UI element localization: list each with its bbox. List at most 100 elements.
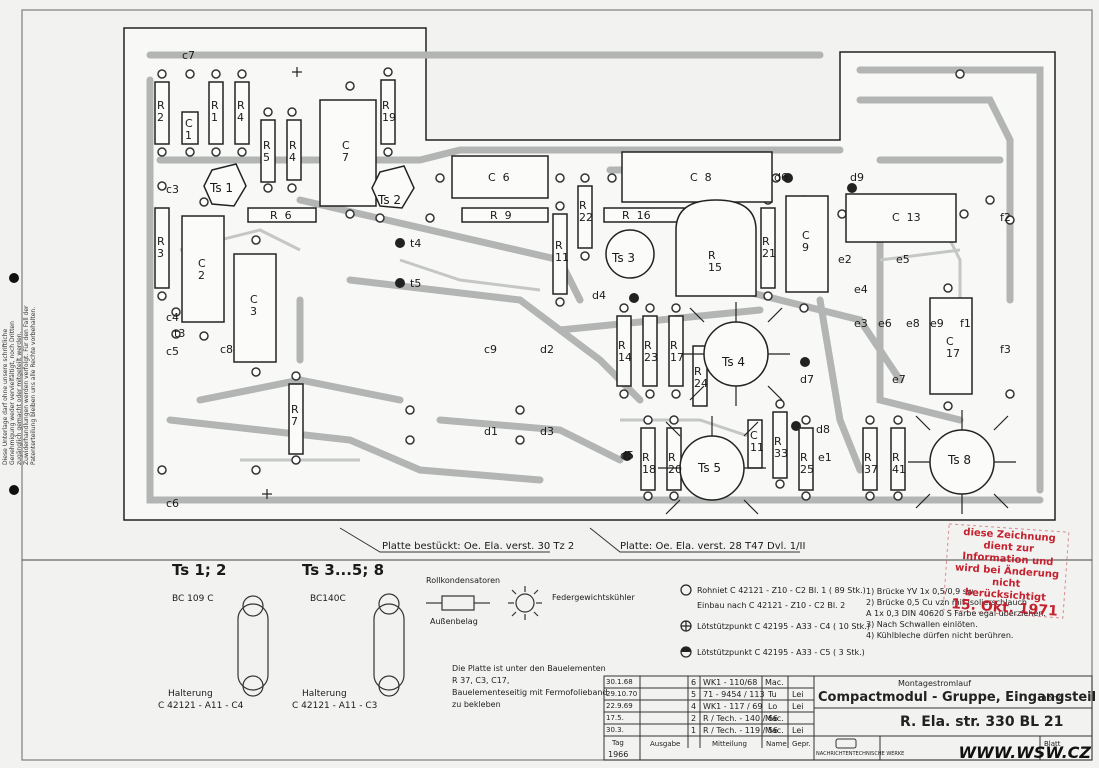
point-e8: e8 bbox=[906, 317, 920, 330]
label-ts4: Ts 4 bbox=[722, 355, 746, 369]
point-c4: c4 bbox=[166, 311, 180, 324]
rev-date: 30.3. bbox=[606, 726, 624, 734]
platte-note: Die Platte ist unter den Bauelementen R … bbox=[452, 663, 608, 711]
company-logo bbox=[835, 738, 857, 749]
col-name: Name bbox=[766, 740, 787, 748]
point-c9: c9 bbox=[484, 343, 498, 356]
website-watermark: WWW.WSW.CZ bbox=[958, 743, 1091, 762]
rev-index: 6 bbox=[691, 678, 697, 687]
note-line: 4) Kühlbleche dürfen nicht berühren. bbox=[866, 631, 1014, 640]
legend-rollkondensatoren: Rollkondensatoren bbox=[426, 576, 501, 585]
title-block-grid bbox=[603, 675, 1093, 761]
platte-note-line: R 37, C3, C17, bbox=[452, 676, 510, 685]
label-ts5: Ts 5 bbox=[698, 461, 722, 475]
label-c13: C 13 bbox=[892, 211, 921, 224]
col-gepr: Gepr. bbox=[792, 740, 811, 748]
col-mitteilung: Mitteilung bbox=[712, 740, 747, 748]
point-e4: e4 bbox=[854, 283, 868, 296]
title-type: Montagestromlauf bbox=[898, 679, 972, 688]
legend-halterung2-code: C 42121 - A11 - C3 bbox=[292, 701, 378, 711]
label-ts1: Ts 1 bbox=[210, 181, 234, 195]
note-line: A 1x 0,3 DIN 40620 S Farbe egal überzieh… bbox=[866, 609, 1046, 618]
punch-hole bbox=[9, 485, 19, 495]
symbol-rohniet-einbau: Einbau nach C 42121 - Z10 - C2 Bl. 2 bbox=[697, 601, 846, 610]
rev-date: 22.9.69 bbox=[606, 702, 633, 710]
stamp-frame bbox=[942, 523, 1070, 619]
col-ausgabe: Ausgabe bbox=[650, 740, 681, 748]
rev-name: Tu bbox=[768, 690, 777, 699]
copyright-side-note: Diese Unterlage darf ohne unsere schrift… bbox=[2, 305, 37, 465]
col-tag: Tag bbox=[612, 739, 624, 747]
rev-ref: R / Tech. - 119 / 56 bbox=[703, 726, 779, 735]
point-t5: t5 bbox=[410, 277, 422, 290]
point-d9: d9 bbox=[850, 171, 864, 184]
point-c6: c6 bbox=[166, 497, 180, 510]
label-r6: R 6 bbox=[270, 209, 292, 222]
platte-note-line: Bauelementeseitig mit Fermofolieband bbox=[452, 688, 608, 697]
heatsink-fins bbox=[658, 302, 1016, 515]
point-d8: d8 bbox=[816, 423, 830, 436]
point-d3: d3 bbox=[540, 425, 554, 438]
company-name: NACHRICHTENTECHNISCHE WERKE bbox=[816, 751, 905, 757]
drawing-year: 1966 bbox=[608, 750, 629, 759]
rev-ref: WK1 - 117 / 69 bbox=[703, 702, 763, 711]
point-d7: d7 bbox=[800, 373, 814, 386]
label-c6: C 6 bbox=[488, 171, 510, 184]
blatt-label: Blatt bbox=[1044, 740, 1061, 748]
mounting-crosses bbox=[262, 67, 302, 499]
point-e6: e6 bbox=[878, 317, 892, 330]
point-d4: d4 bbox=[592, 289, 606, 302]
rev-name: Mac. bbox=[765, 726, 784, 735]
point-t4: t4 bbox=[410, 237, 422, 250]
solder-points bbox=[395, 173, 857, 461]
point-e3: e3 bbox=[854, 317, 868, 330]
symbol-loetstuetzpunkt-2: Lötstützpunkt C 42195 - A33 - C5 ( 3 Stk… bbox=[697, 648, 865, 657]
note-line: 3) Nach Schwallen einlöten. bbox=[866, 620, 978, 629]
point-d5: d5 bbox=[620, 449, 634, 462]
legend-ts12-type: BC 109 C bbox=[172, 594, 214, 604]
label-ts8: Ts 8 bbox=[948, 453, 972, 467]
platte-note-line: Die Platte ist unter den Bauelementen bbox=[452, 664, 606, 673]
rev-ref: R / Tech. - 140 / 66 bbox=[703, 714, 779, 723]
rev-index: 4 bbox=[691, 702, 697, 711]
point-e1: e1 bbox=[818, 451, 832, 464]
point-f2: f2 bbox=[1000, 211, 1011, 224]
point-c3: c3 bbox=[166, 183, 180, 196]
title-mono: mono bbox=[1038, 694, 1064, 704]
legend-aussenbelag: Außenbelag bbox=[430, 617, 478, 626]
point-t3: t3 bbox=[174, 327, 186, 340]
legend-federgewichtskuehler: Federgewichtskühler bbox=[552, 593, 635, 602]
legend-ts358-type: BC140C bbox=[310, 594, 346, 604]
rev-date: 17.5. bbox=[606, 714, 624, 722]
pot-r15 bbox=[675, 199, 757, 297]
capacitor-bodies bbox=[181, 99, 973, 395]
rev-date: 30.1.68 bbox=[606, 678, 633, 686]
rev-date: 29.10.70 bbox=[606, 690, 638, 698]
rev-sig: Lei bbox=[792, 726, 804, 735]
caption-leaders bbox=[339, 527, 800, 553]
rev-sig: Lei bbox=[792, 702, 804, 711]
rev-ref: WK1 - 110/68 bbox=[703, 678, 758, 687]
